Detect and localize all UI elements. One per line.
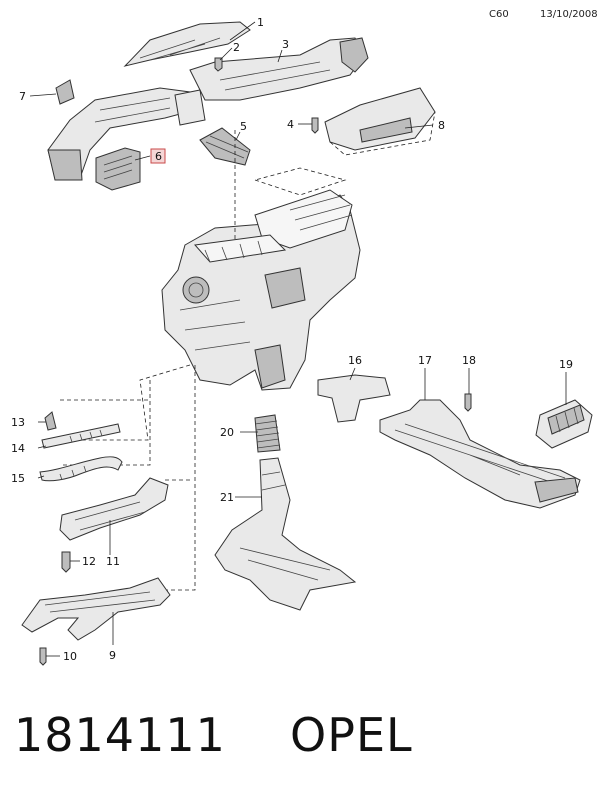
- rear-duct-16[interactable]: [317, 374, 391, 423]
- floor-duct-21[interactable]: [214, 457, 357, 611]
- screw-2[interactable]: [214, 57, 223, 72]
- callout-1[interactable]: 1: [257, 16, 264, 29]
- callout-6[interactable]: 6: [155, 150, 162, 163]
- lower-duct-11[interactable]: [59, 477, 169, 541]
- exploded-parts-diagram: 1 2 3 4 5 6 7 8 9 10 11 12 13 14 15 16 1…: [11, 16, 593, 666]
- center-vent-grille-5[interactable]: [199, 127, 251, 166]
- callout-2[interactable]: 2: [233, 41, 240, 54]
- callout-3[interactable]: 3: [282, 38, 289, 51]
- callout-21[interactable]: 21: [220, 491, 234, 504]
- screw-4[interactable]: [311, 117, 319, 134]
- screw-18[interactable]: [464, 393, 472, 412]
- bellows-20[interactable]: [254, 414, 281, 453]
- callout-12[interactable]: 12: [82, 555, 96, 568]
- left-side-duct[interactable]: [47, 87, 206, 181]
- callout-20[interactable]: 20: [220, 426, 234, 439]
- callout-11[interactable]: 11: [106, 555, 120, 568]
- callout-17[interactable]: 17: [418, 354, 432, 367]
- hvac-heater-unit[interactable]: [161, 189, 361, 391]
- brand-name: OPEL: [290, 708, 413, 762]
- top-defroster-duct[interactable]: [123, 21, 369, 101]
- lower-duct-9[interactable]: [21, 577, 171, 641]
- center-vent-8[interactable]: [324, 87, 436, 151]
- callout-14[interactable]: 14: [11, 442, 25, 455]
- callout-10[interactable]: 10: [63, 650, 77, 663]
- side-vent-7[interactable]: [55, 79, 75, 105]
- part-number: 1814111: [14, 708, 226, 762]
- clip-13[interactable]: [44, 411, 57, 431]
- callout-5[interactable]: 5: [240, 120, 247, 133]
- callout-8[interactable]: 8: [438, 119, 445, 132]
- callout-13[interactable]: 13: [11, 416, 25, 429]
- diagram-date: 13/10/2008: [540, 9, 598, 20]
- screw-10[interactable]: [39, 647, 47, 666]
- callout-4[interactable]: 4: [287, 118, 294, 131]
- vent-grille-6[interactable]: [95, 147, 141, 191]
- rear-vent-19[interactable]: [535, 399, 593, 449]
- callout-15[interactable]: 15: [11, 472, 25, 485]
- highlight-box-6: [150, 148, 166, 164]
- hose-14[interactable]: [41, 423, 121, 449]
- rear-duct-17[interactable]: [379, 399, 581, 509]
- diagram-code: C60: [489, 9, 509, 20]
- hose-15[interactable]: [39, 456, 123, 482]
- callout-7[interactable]: 7: [19, 90, 26, 103]
- callout-16[interactable]: 16: [348, 354, 362, 367]
- screw-12[interactable]: [61, 551, 71, 573]
- callout-18[interactable]: 18: [462, 354, 476, 367]
- callout-9[interactable]: 9: [109, 649, 116, 662]
- callout-19[interactable]: 19: [559, 358, 573, 371]
